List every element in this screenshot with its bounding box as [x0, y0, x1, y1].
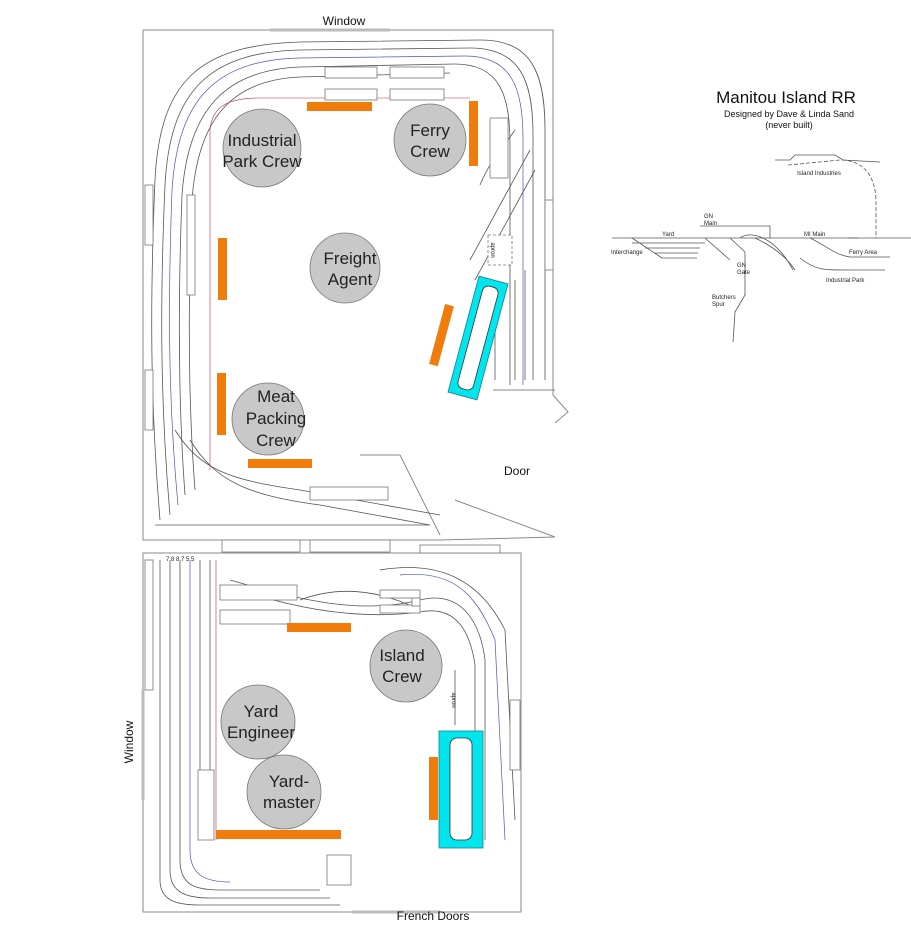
crew-label-line: Engineer: [227, 723, 295, 742]
schematic-label-industrial-park: Industrial Park: [826, 278, 865, 284]
operator-desks: [216, 101, 478, 839]
crew-label-line: Freight: [324, 249, 377, 268]
crew-label-line: Industrial: [228, 131, 297, 150]
crew-yardmaster: Yard- master: [246, 754, 322, 830]
schematic-label-butchers-spur-line: Butchers: [712, 295, 736, 301]
crew-label-line: Yard-: [269, 772, 309, 791]
schematic-label-gn-main-line: GN: [704, 214, 713, 220]
crew-label-line: Meat: [257, 387, 295, 406]
crew-industrial-park: Industrial Park Crew: [222, 108, 302, 188]
crew-freight-agent: Freight Agent: [309, 232, 381, 304]
apron-label-upper: apron: [489, 242, 495, 257]
schematic-label-island-industries: Island Industries: [797, 171, 841, 177]
upper-ferry-slip: [447, 275, 509, 401]
crew-label-line: Ferry: [410, 121, 450, 140]
layout-title: Manitou Island RR: [716, 88, 856, 107]
crew-label-line: Park Crew: [222, 152, 302, 171]
track-schematic: [612, 154, 911, 343]
crew-island: Island Crew: [369, 629, 443, 703]
upper-tracks: [144, 39, 554, 526]
crew-meat-packing: Meat Packing Crew: [231, 382, 306, 456]
french-doors-label: French Doors: [397, 909, 470, 923]
schematic-label-gn-main-line: Main: [704, 221, 717, 227]
layout-note: (never built): [765, 120, 813, 130]
lower-ferry-slip: [438, 730, 484, 849]
window-top-label: Window: [323, 14, 366, 28]
yard-track-numbers: 7 8 8 7 5 5: [166, 557, 195, 563]
schematic-label-ferry-area: Ferry Area: [849, 250, 878, 256]
crew-label-line: Crew: [256, 431, 296, 450]
schematic-label-yard: Yard: [662, 232, 674, 238]
crew-label-line: Yard: [244, 702, 279, 721]
schematic-label-mi-main: MI Main: [804, 232, 825, 238]
crew-label-line: Packing: [246, 409, 306, 428]
schematic-label-butchers-spur-line: Spur: [712, 302, 725, 308]
crew-label-line: Agent: [328, 270, 373, 289]
schematic-label-gn-gate-line: GN: [737, 263, 746, 269]
crew-label-line: Crew: [410, 142, 450, 161]
lower-tracks: [144, 539, 521, 906]
schematic-label-gn-gate-line: Gate: [737, 270, 751, 276]
layout-subtitle: Designed by Dave & Linda Sand: [724, 109, 854, 119]
crew-ferry: Ferry Crew: [393, 103, 467, 177]
crew-label-line: master: [263, 793, 315, 812]
crew-yard-engineer: Yard Engineer: [220, 684, 296, 760]
schematic-label-interchange: Interchange: [611, 250, 643, 256]
apron-label-lower: apron: [450, 692, 456, 707]
window-left-label: Window: [122, 720, 136, 763]
crew-label-line: Island: [379, 646, 424, 665]
door-label: Door: [504, 464, 530, 478]
room-outline: [141, 28, 569, 914]
crew-label-line: Crew: [382, 667, 422, 686]
